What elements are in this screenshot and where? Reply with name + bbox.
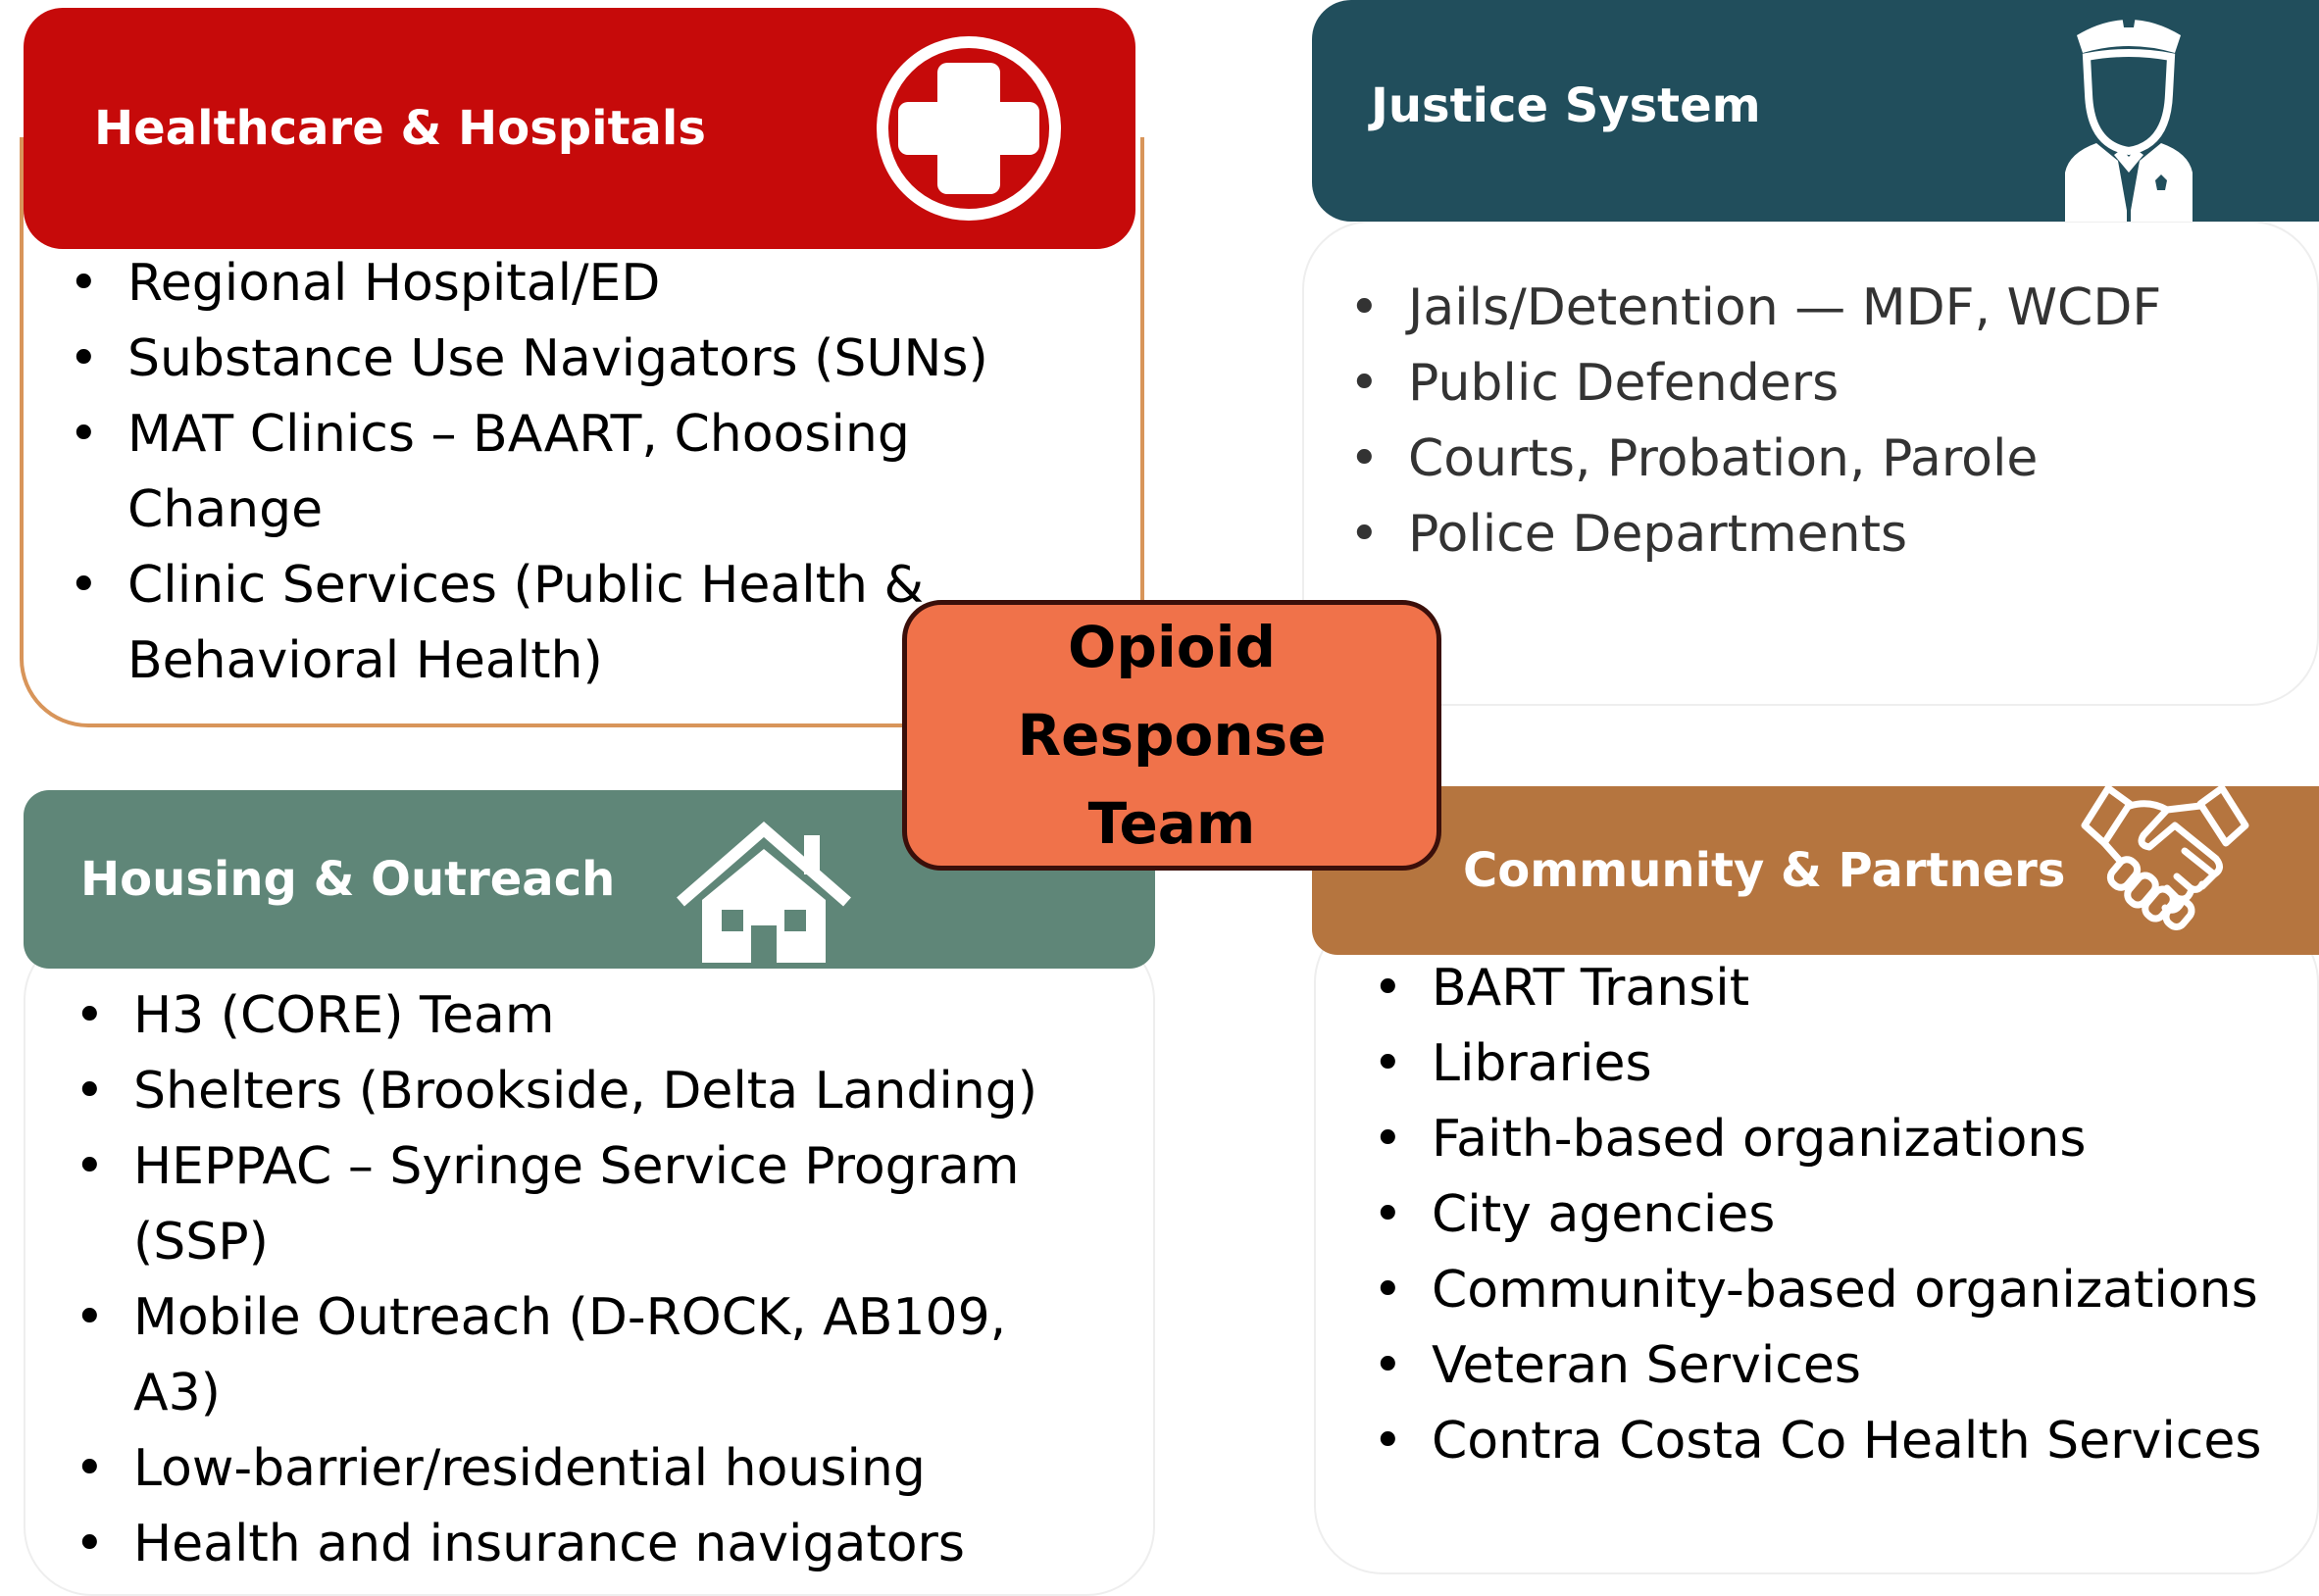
- justice-list-item-text: Jails/Detention — MDF, WCDF: [1408, 278, 2162, 337]
- healthcare-list-item: Regional Hospital/ED: [24, 246, 1053, 322]
- housing-list-item-text: Shelters (Brookside, Delta Landing): [133, 1062, 1038, 1121]
- justice-list-item-text: Police Departments: [1408, 505, 1908, 564]
- community-list: BART TransitLibrariesFaith-based organiz…: [1328, 951, 2308, 1479]
- healthcare-list: Regional Hospital/ED Substance Use Naviga…: [24, 246, 1053, 699]
- community-list-item: City agencies: [1328, 1177, 2308, 1253]
- housing-list-item-text: A3): [133, 1364, 221, 1422]
- justice-list-item-text: Public Defenders: [1408, 354, 1840, 413]
- healthcare-list-item-text: Regional Hospital/ED: [127, 254, 661, 313]
- housing-list-item-text: Health and insurance navigators: [133, 1515, 965, 1573]
- justice-list-item: Police Departments: [1304, 497, 2285, 573]
- housing-list-item-text: Mobile Outreach (D-ROCK, AB109,: [133, 1288, 1007, 1347]
- justice-list-item: Jails/Detention — MDF, WCDF: [1304, 271, 2285, 346]
- housing-list-item-text: HEPPAC – Syringe Service Program: [133, 1137, 1020, 1196]
- housing-list-item-text: (SSP): [133, 1213, 269, 1272]
- housing-list: H3 (CORE) TeamShelters (Brookside, Delta…: [29, 978, 1108, 1582]
- housing-title: Housing & Outreach: [80, 852, 616, 907]
- community-list-item-text: Libraries: [1432, 1034, 1652, 1093]
- justice-list-item-text: Courts, Probation, Parole: [1408, 429, 2039, 488]
- housing-list-item: Shelters (Brookside, Delta Landing): [29, 1054, 1108, 1129]
- housing-header: Housing & Outreach: [24, 790, 1155, 969]
- housing-list-item: H3 (CORE) Team: [29, 978, 1108, 1054]
- community-list-item: Faith-based organizations: [1328, 1102, 2308, 1177]
- medical-cross-icon: [871, 25, 1067, 231]
- healthcare-list-item-text: Substance Use Navigators (SUNs): [127, 329, 988, 388]
- healthcare-list-item-text: MAT Clinics – BAART, Choosing: [127, 405, 910, 464]
- center-line: Opioid: [1068, 614, 1276, 680]
- community-list-item: Libraries: [1328, 1026, 2308, 1102]
- center-title: Opioid Response Team: [1017, 603, 1326, 868]
- justice-list-item: Courts, Probation, Parole: [1304, 422, 2285, 497]
- justice-list-item: Public Defenders: [1304, 346, 2285, 422]
- community-header: Community & Partners: [1312, 786, 2319, 955]
- housing-list-item: HEPPAC – Syringe Service Program (SSP): [29, 1129, 1108, 1280]
- community-list-item: BART Transit: [1328, 951, 2308, 1026]
- justice-title: Justice System: [1371, 78, 1761, 133]
- housing-list-item-text: Low-barrier/residential housing: [133, 1439, 926, 1498]
- healthcare-list-item: Clinic Services (Public Health & Behavior…: [24, 548, 1053, 699]
- healthcare-list-item-text: Clinic Services (Public Health &: [127, 556, 925, 615]
- justice-list: Jails/Detention — MDF, WCDF Public Defend…: [1304, 271, 2285, 573]
- healthcare-list-item: Substance Use Navigators (SUNs): [24, 322, 1053, 397]
- police-officer-icon: [2057, 6, 2200, 222]
- community-list-item-text: Contra Costa Co Health Services: [1432, 1412, 2262, 1471]
- healthcare-list-item-text: Behavioral Health): [127, 631, 603, 690]
- housing-list-item: Health and insurance navigators: [29, 1507, 1108, 1582]
- housing-list-item: Mobile Outreach (D-ROCK, AB109, A3): [29, 1280, 1108, 1431]
- center-line: Response: [1017, 702, 1327, 769]
- handshake-icon: [2079, 782, 2251, 931]
- community-list-item-text: Faith-based organizations: [1432, 1110, 2087, 1169]
- community-list-item-text: Veteran Services: [1432, 1336, 1861, 1395]
- center-line: Team: [1087, 790, 1256, 857]
- community-list-item-text: City agencies: [1432, 1185, 1776, 1244]
- housing-list-item-text: H3 (CORE) Team: [133, 986, 555, 1045]
- community-list-item-text: Community-based organizations: [1432, 1261, 2258, 1320]
- opioid-response-team-box: Opioid Response Team: [902, 600, 1441, 871]
- house-icon: [671, 820, 857, 963]
- healthcare-list-item-text: Change: [127, 480, 324, 539]
- healthcare-title: Healthcare & Hospitals: [94, 101, 706, 156]
- community-list-item: Community-based organizations: [1328, 1253, 2308, 1328]
- community-title: Community & Partners: [1463, 843, 2066, 898]
- housing-list-item: Low-barrier/residential housing: [29, 1431, 1108, 1507]
- community-list-item: Contra Costa Co Health Services: [1328, 1404, 2308, 1479]
- community-list-item-text: BART Transit: [1432, 959, 1750, 1018]
- community-list-item: Veteran Services: [1328, 1328, 2308, 1404]
